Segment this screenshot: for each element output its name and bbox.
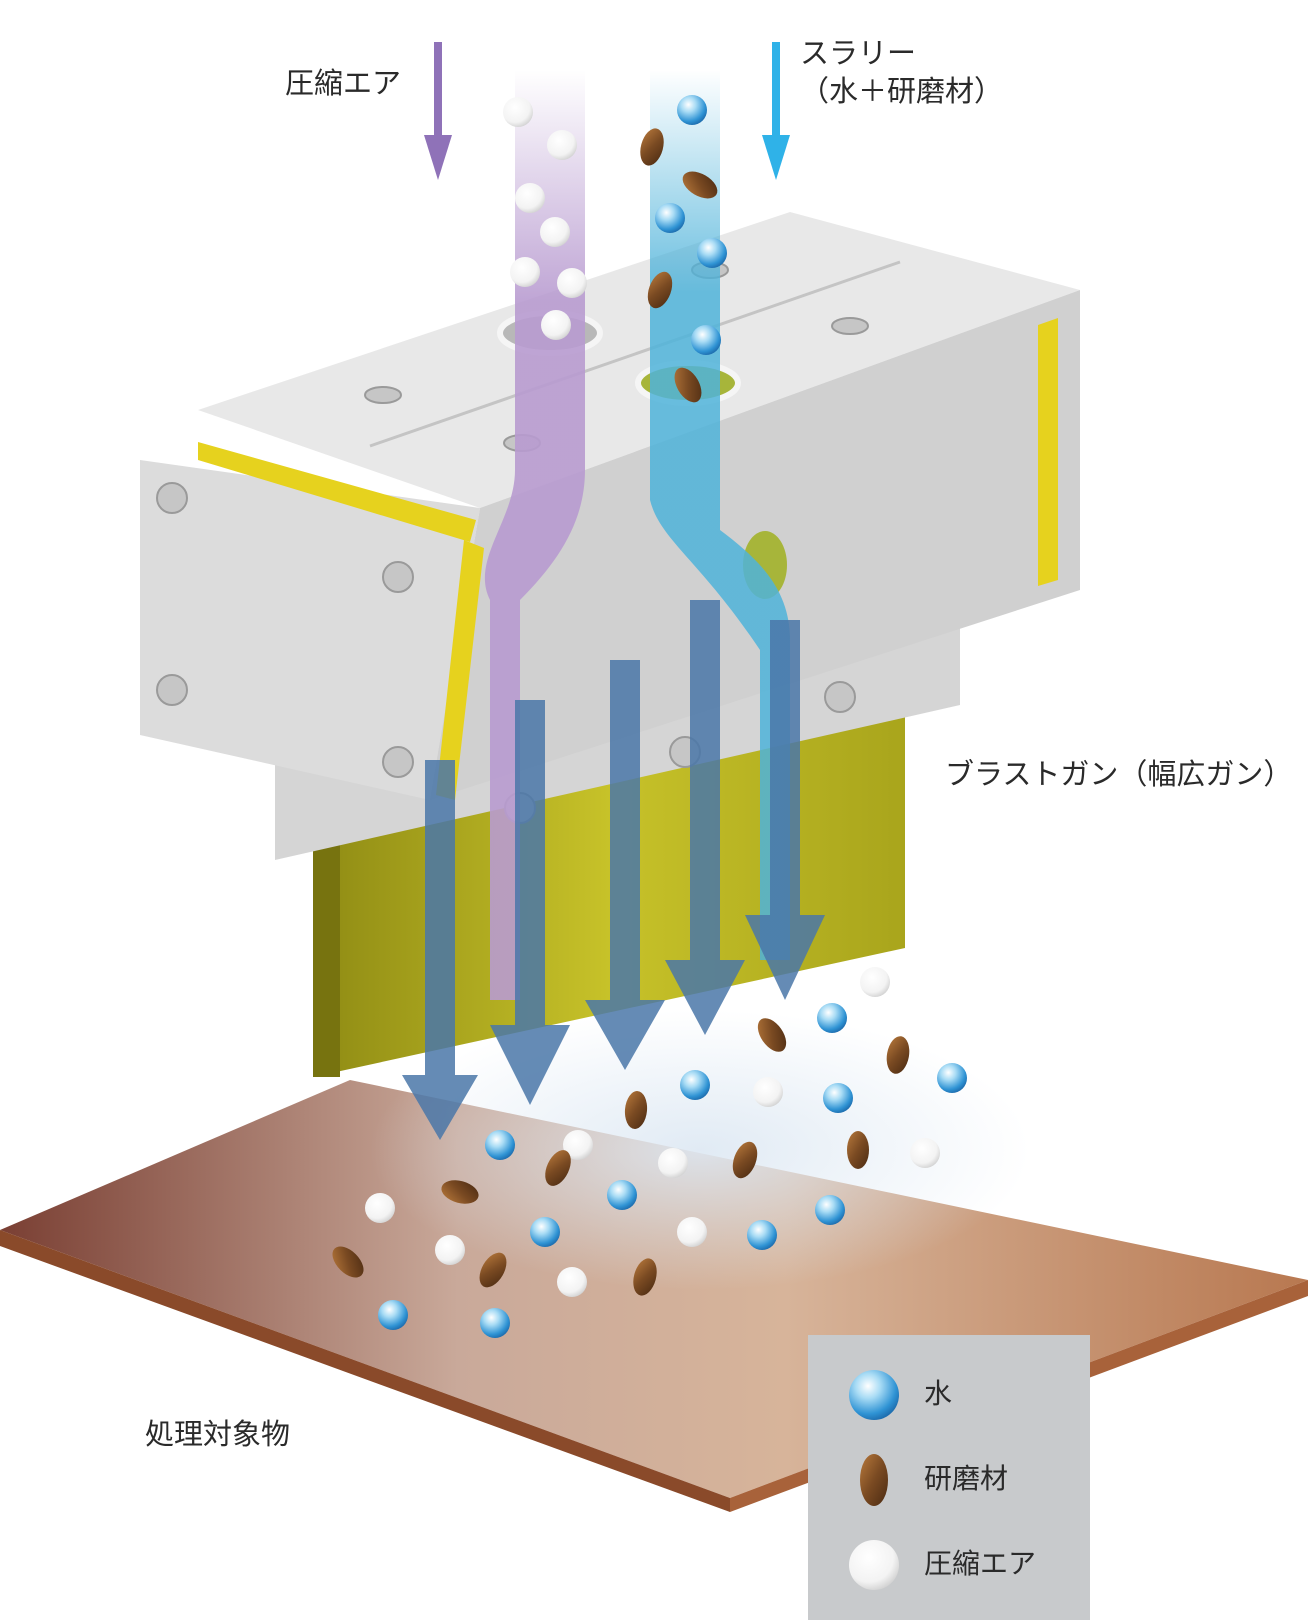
legend-label-air: 圧縮エア (924, 1547, 1037, 1580)
target-label: 処理対象物 (145, 1417, 291, 1451)
abrasive-grain-icon (860, 1454, 888, 1506)
slurry-stream (650, 70, 790, 960)
air-bubbles (365, 97, 940, 1297)
legend: 水 研磨材 圧縮エア (808, 1335, 1090, 1620)
jet-arrows (402, 600, 825, 1140)
blast-gun (140, 212, 1080, 1077)
legend-item-abrasive: 研磨材 (846, 1450, 1086, 1510)
slurry-label-line2: （水＋研磨材） (800, 74, 1004, 108)
air-stream (484, 70, 585, 1000)
legend-item-air: 圧縮エア (846, 1535, 1086, 1595)
abrasive-grains (332, 128, 910, 1296)
slurry-label-line1: スラリー (800, 36, 917, 70)
water-droplets (378, 95, 967, 1338)
air-bubble-icon (849, 1540, 899, 1590)
slurry-inlet-arrow (762, 42, 790, 180)
legend-label-abrasive: 研磨材 (924, 1462, 1009, 1495)
blast-gun-label: ブラストガン（幅広ガン） (945, 757, 1293, 791)
water-droplet-icon (849, 1370, 899, 1420)
compressed-air-label: 圧縮エア (285, 66, 402, 100)
legend-item-water: 水 (846, 1365, 1086, 1425)
legend-label-water: 水 (924, 1377, 953, 1410)
air-inlet-arrow (424, 42, 452, 180)
slurry-label: スラリー （水＋研磨材） (800, 34, 1003, 110)
